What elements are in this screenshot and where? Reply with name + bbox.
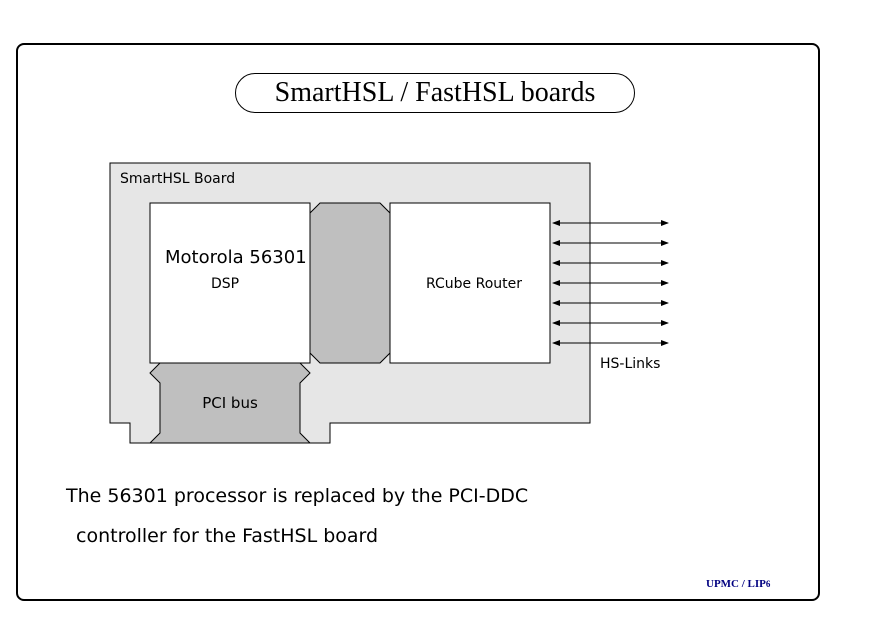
footer-org: UPMC / LIP6 (706, 578, 770, 590)
slide-title: SmartHSL / FastHSL boards (235, 73, 635, 113)
router-label: RCube Router (426, 276, 522, 292)
local-bus-connector (309, 202, 391, 364)
slide-title-text: SmartHSL / FastHSL boards (274, 77, 596, 108)
slide-frame (16, 43, 820, 601)
footer-org-suffix: 6 (765, 579, 771, 589)
footer-org-text: UPMC / LIP (706, 578, 766, 590)
pci-bus-connector (148, 362, 312, 444)
dsp-box (149, 202, 311, 364)
dsp-name: Motorola 56301 (165, 247, 307, 268)
dsp-type: DSP (211, 276, 239, 292)
board-label: SmartHSL Board (120, 171, 235, 187)
pci-bus-label: PCI bus (202, 394, 258, 412)
body-text-line2: controller for the FastHSL board (76, 525, 379, 547)
body-text-line1: The 56301 processor is replaced by the P… (66, 485, 529, 507)
hs-links (552, 220, 669, 346)
rcube-router-box (389, 202, 551, 364)
hs-links-label: HS-Links (600, 356, 660, 372)
